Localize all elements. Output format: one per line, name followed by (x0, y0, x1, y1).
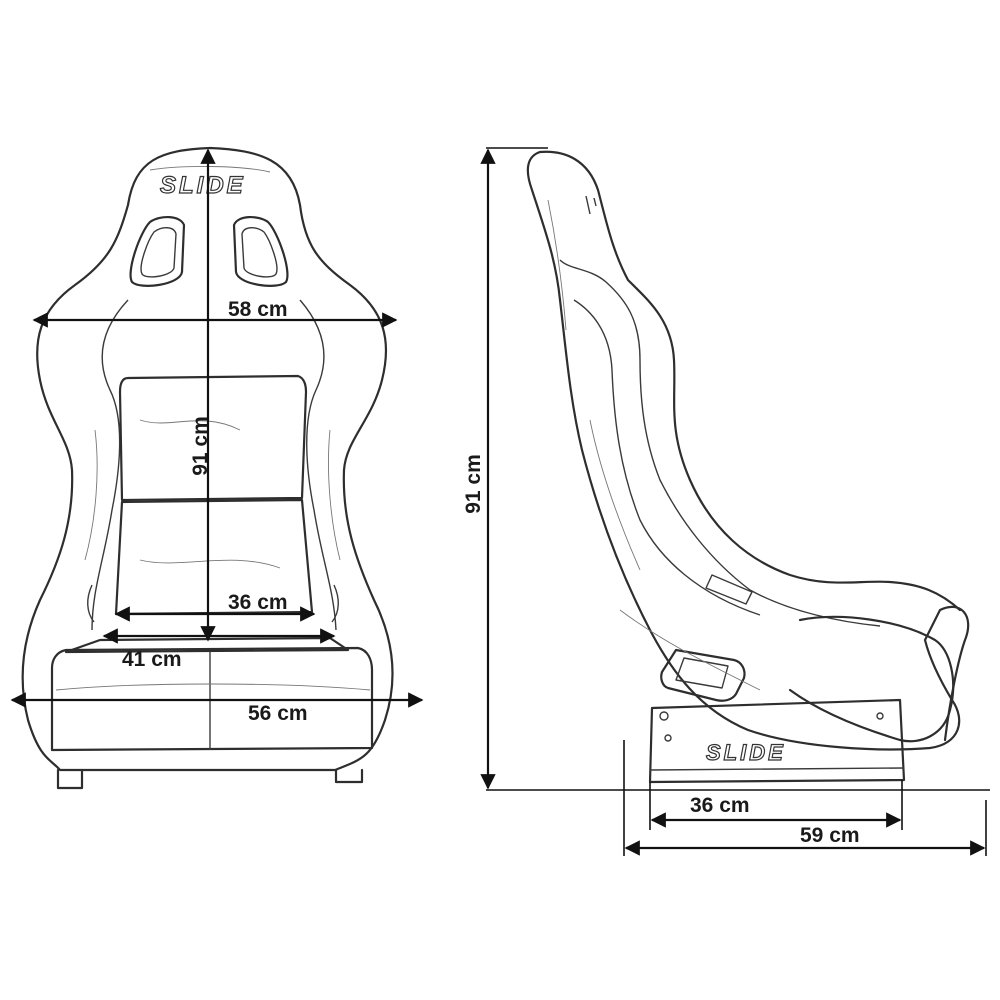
back-pad (118, 374, 308, 502)
front-right-wing (299, 299, 337, 631)
mount-bolt-2 (664, 734, 672, 742)
side-mount-plate (648, 698, 906, 784)
seat-inner-width-label: 36 cm (228, 591, 288, 614)
harness-slot-right-inner (241, 227, 278, 278)
seat-front-width-label: 41 cm (122, 648, 182, 671)
front-dimension-lines (10, 148, 424, 708)
mount-length-label: 36 cm (690, 794, 750, 817)
front-foot-left (56, 768, 84, 790)
side-seat-cushion (788, 615, 955, 743)
mount-bolt-1 (659, 711, 669, 721)
side-bolster (559, 259, 881, 627)
front-brand-logo: SLIDE (160, 172, 246, 199)
side-back-front-edge (538, 150, 962, 612)
front-height-label: 91 cm (189, 416, 212, 476)
harness-slot-right (232, 216, 289, 287)
base-width-label: 56 cm (248, 702, 308, 725)
side-height-label: 91 cm (462, 454, 485, 514)
bolster-mark-left (87, 584, 95, 623)
shoulder-width-label: 58 cm (228, 298, 288, 321)
side-shell-texture (547, 199, 761, 691)
side-bolster-inner (573, 299, 761, 616)
side-dimension-lines (480, 147, 990, 856)
harness-slot-left-inner (140, 227, 177, 278)
front-foot-right (334, 768, 364, 784)
front-seat-shell (21, 146, 394, 772)
side-view-drawing (526, 150, 970, 784)
depth-label: 59 cm (800, 824, 860, 847)
side-head-mark (585, 195, 597, 215)
seat-base-seam (55, 683, 371, 691)
harness-slot-left (129, 216, 186, 287)
front-left-wing (91, 299, 129, 631)
side-belt-slot (705, 574, 753, 605)
mount-bolt-3 (876, 712, 884, 720)
side-release-handle-inner (675, 657, 729, 689)
side-brand-logo: SLIDE (706, 740, 786, 765)
side-mount-plate-edge (649, 767, 905, 771)
side-seat-back-shell (526, 150, 970, 751)
seat-base (50, 646, 374, 752)
bolster-mark-right (331, 584, 339, 623)
side-release-handle (660, 648, 746, 702)
